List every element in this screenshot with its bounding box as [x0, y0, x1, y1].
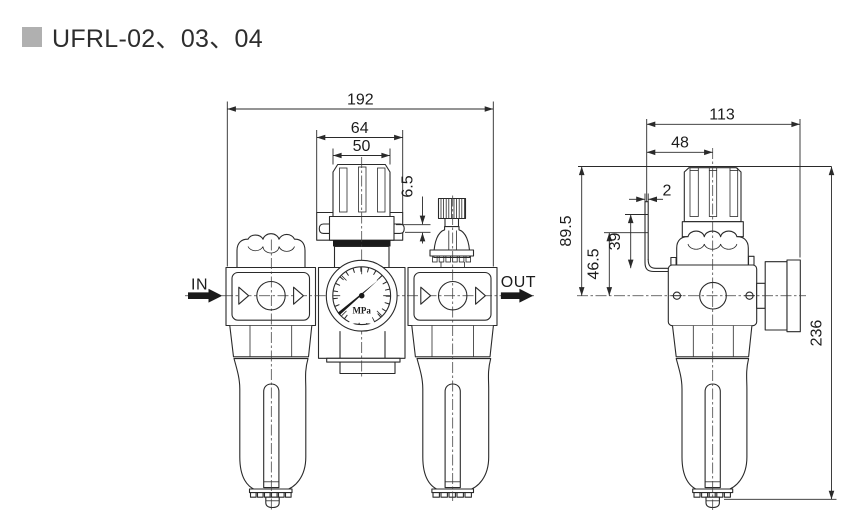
side-shoulder-lines [692, 325, 734, 357]
out-label: OUT [501, 274, 536, 291]
dim-trunnion-offset: 6.5 [400, 175, 417, 197]
filter-cap-scallops [247, 246, 295, 254]
lubricator-shoulder-lines [431, 325, 474, 357]
filter-shoulder-lines [249, 325, 293, 357]
gauge-dial [332, 266, 392, 326]
side-boss-right [747, 255, 755, 266]
title-bullet-icon [22, 27, 42, 47]
side-dimensions: 113 48 89.5 46.5 39 2 236 [558, 107, 837, 500]
knob-slot [377, 167, 386, 213]
trunnion-pin-right [392, 223, 405, 234]
filter-drain-knob [265, 496, 280, 509]
side-knob-slot [729, 170, 739, 217]
knob-slot [358, 166, 367, 213]
dim-center-offset: 48 [671, 135, 689, 152]
dim-upper-height: 89.5 [558, 215, 575, 246]
sight-dome-inner [448, 230, 457, 251]
mounting-bracket [644, 201, 670, 273]
flow-arrow-icon [475, 286, 486, 305]
dim-overall-height: 236 [809, 320, 826, 347]
dim-bracket-hole-lower: 46.5 [586, 248, 603, 279]
gauge-hub [358, 292, 365, 299]
filter-port-circle [256, 280, 286, 311]
dim-mount-plate-width: 64 [351, 120, 369, 137]
ext-lines-113 [646, 119, 801, 258]
side-boss-left [670, 256, 677, 266]
out-arrow-icon [500, 288, 534, 303]
title-block: UFRL-02、03、04 [22, 25, 263, 53]
lubricator-flange-teeth [432, 492, 472, 498]
side-shoulder [671, 325, 753, 358]
lubricator-collar [429, 249, 475, 257]
trunnion-pin-left [318, 223, 331, 234]
lubricator-bowl [416, 358, 492, 492]
side-view [644, 167, 801, 509]
front-dimensions: 192 64 50 6.5 [226, 92, 494, 267]
gauge-tick-mask [347, 295, 376, 326]
page-title: UFRL-02、03、04 [52, 25, 263, 53]
ext-lines-6_5 [396, 224, 431, 233]
ext-lines-2 [644, 193, 649, 202]
knurl-hatch [440, 198, 465, 219]
regulator-bottom-cap [339, 361, 396, 375]
filter-body-face [231, 271, 311, 321]
gauge-unit-label: MPa [352, 306, 371, 316]
side-knob-slot [689, 170, 699, 217]
filter-bowl-flange [248, 488, 293, 494]
gauge-needle [337, 280, 378, 316]
details: MPa IN OUT [188, 259, 755, 332]
in-arrow-icon [188, 288, 223, 303]
filter-shoulder [229, 325, 313, 358]
ext-lines-50 [332, 148, 391, 165]
dim-overall-depth: 113 [709, 107, 735, 124]
lubricator-port-circle [437, 280, 468, 311]
in-label: IN [191, 277, 208, 294]
flow-arrow-icon [293, 286, 304, 305]
dim-knob-width: 50 [353, 138, 371, 155]
filter-cap-dome [236, 233, 306, 268]
ext-lines-192 [226, 101, 494, 267]
dim-bracket-hole-upper: 39 [607, 233, 624, 251]
knob-lock-band [333, 240, 391, 247]
valve-base-lines [440, 262, 465, 268]
pressure-gauge: MPa [325, 259, 398, 332]
regulator-bottom-step [326, 357, 401, 363]
gauge-major-ticks [333, 267, 390, 316]
flow-arrow-icon [420, 286, 432, 305]
dim-overall-width: 192 [347, 92, 374, 109]
ext-lines-64 [316, 130, 404, 213]
lubricator-valve-stem [444, 217, 460, 228]
dim-bracket-thickness: 2 [663, 183, 672, 200]
side-flange-teeth [693, 492, 731, 498]
filter-flange-teeth [249, 492, 292, 498]
flow-arrow-icon [238, 286, 250, 305]
knob-slot [339, 167, 348, 213]
side-knob-notches [689, 167, 739, 171]
side-port-circle [699, 281, 727, 310]
